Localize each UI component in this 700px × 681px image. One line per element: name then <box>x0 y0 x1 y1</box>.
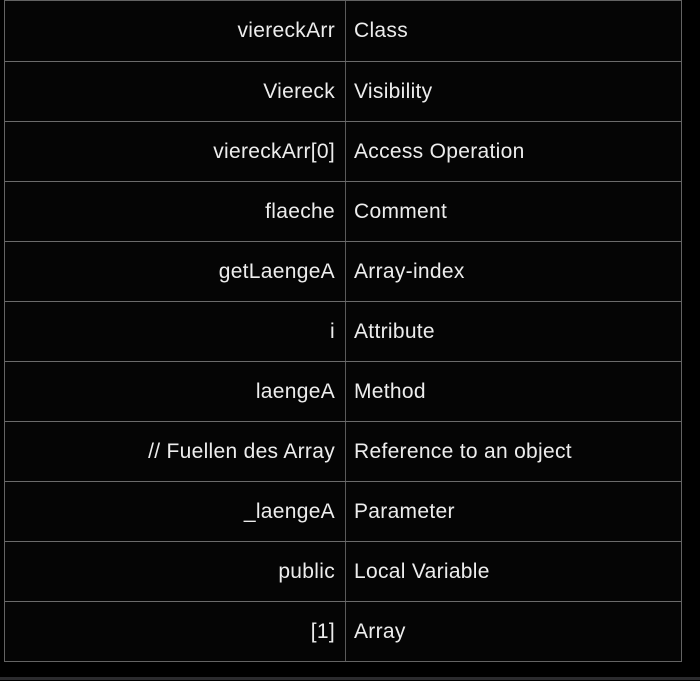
table-row: flaeche Comment <box>5 181 681 241</box>
answer-cell[interactable]: laengeA <box>5 362 346 421</box>
table-row: // Fuellen des Array Reference to an obj… <box>5 421 681 481</box>
answer-cell[interactable]: public <box>5 542 346 601</box>
category-cell: Array-index <box>346 242 681 301</box>
category-cell: Local Variable <box>346 542 681 601</box>
answer-cell[interactable]: flaeche <box>5 182 346 241</box>
table-row: viereckArr[0] Access Operation <box>5 121 681 181</box>
table-row: [1] Array <box>5 601 681 661</box>
table-row: laengeA Method <box>5 361 681 421</box>
table-row: _laengeA Parameter <box>5 481 681 541</box>
answer-cell[interactable]: _laengeA <box>5 482 346 541</box>
category-cell: Array <box>346 602 681 661</box>
category-cell: Reference to an object <box>346 422 681 481</box>
answer-cell[interactable]: [1] <box>5 602 346 661</box>
category-cell: Attribute <box>346 302 681 361</box>
category-cell: Comment <box>346 182 681 241</box>
answer-cell[interactable]: // Fuellen des Array <box>5 422 346 481</box>
answer-cell[interactable]: Viereck <box>5 62 346 121</box>
bottom-divider <box>0 677 700 680</box>
table-row: getLaengeA Array-index <box>5 241 681 301</box>
answer-cell[interactable]: i <box>5 302 346 361</box>
matching-table: viereckArr Class Viereck Visibility vier… <box>4 0 682 662</box>
table-row: viereckArr Class <box>5 1 681 61</box>
category-cell: Visibility <box>346 62 681 121</box>
table-row: Viereck Visibility <box>5 61 681 121</box>
table-row: i Attribute <box>5 301 681 361</box>
category-cell: Parameter <box>346 482 681 541</box>
answer-cell[interactable]: viereckArr[0] <box>5 122 346 181</box>
category-cell: Access Operation <box>346 122 681 181</box>
answer-cell[interactable]: viereckArr <box>5 1 346 61</box>
table-row: public Local Variable <box>5 541 681 601</box>
category-cell: Method <box>346 362 681 421</box>
category-cell: Class <box>346 1 681 61</box>
answer-cell[interactable]: getLaengeA <box>5 242 346 301</box>
